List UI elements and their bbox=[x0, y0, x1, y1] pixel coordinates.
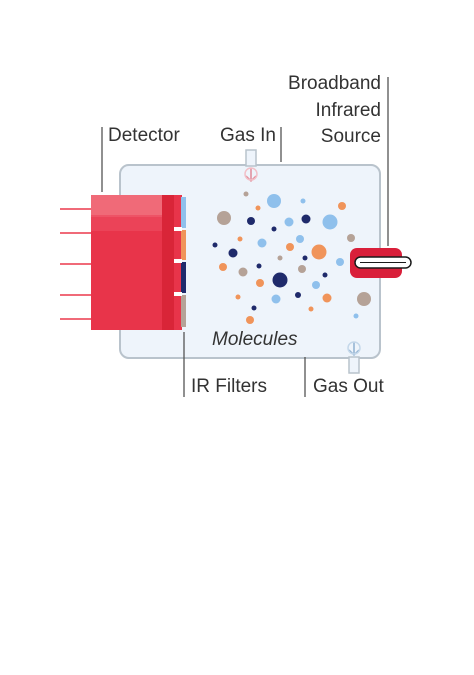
detector-label: Detector bbox=[108, 125, 180, 146]
ir-filters-label: IR Filters bbox=[191, 376, 267, 397]
source-label-line3: Source bbox=[320, 126, 381, 147]
gas-out-label: Gas Out bbox=[313, 376, 384, 397]
molecules-label: Molecules bbox=[212, 329, 298, 350]
gas-out-port bbox=[347, 341, 361, 374]
source-label-line1: Broadband bbox=[288, 73, 381, 94]
infrared-source bbox=[350, 248, 412, 278]
source-label-line2: Infrared bbox=[315, 100, 381, 121]
ir-filters bbox=[174, 197, 186, 327]
detector bbox=[91, 195, 182, 330]
detector-pins bbox=[60, 208, 92, 320]
molecules bbox=[212, 191, 371, 324]
gas-in-label: Gas In bbox=[220, 125, 276, 146]
gas-in-port bbox=[244, 149, 258, 183]
leader-lines bbox=[101, 77, 389, 397]
